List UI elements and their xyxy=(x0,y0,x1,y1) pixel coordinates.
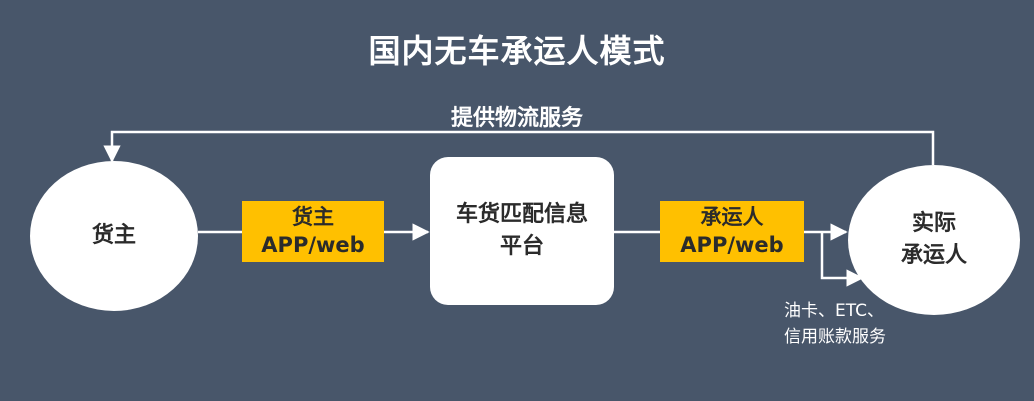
carrier-app-box: 承运人 APP/web xyxy=(660,201,804,262)
services-note: 油卡、ETC、 信用账款服务 xyxy=(784,299,886,350)
services-note-line1: 油卡、ETC、 xyxy=(784,301,884,321)
platform-node: 车货匹配信息 平台 xyxy=(430,157,614,305)
platform-line2: 平台 xyxy=(499,234,544,259)
service-flow-label: 提供物流服务 xyxy=(450,106,583,131)
carrier-line1: 实际 xyxy=(911,211,956,237)
diagram-title: 国内无车承运人模式 xyxy=(368,32,666,70)
shipper-node: 货主 xyxy=(30,161,198,311)
carrier-app-line2: APP/web xyxy=(680,232,784,257)
carrier-app-line1: 承运人 xyxy=(700,205,764,230)
carrier-node: 实际 承运人 xyxy=(848,165,1020,315)
arrow-services-branch xyxy=(820,232,864,287)
carrier-line2: 承运人 xyxy=(900,243,967,268)
shipper-app-line2: APP/web xyxy=(261,232,365,257)
shipper-app-box: 货主 APP/web xyxy=(242,201,384,262)
platform-line1: 车货匹配信息 xyxy=(455,202,588,228)
shipper-app-line1: 货主 xyxy=(292,205,334,230)
service-loop-arrow xyxy=(103,130,935,165)
services-note-line2: 信用账款服务 xyxy=(784,326,886,347)
shipper-label: 货主 xyxy=(91,223,136,249)
